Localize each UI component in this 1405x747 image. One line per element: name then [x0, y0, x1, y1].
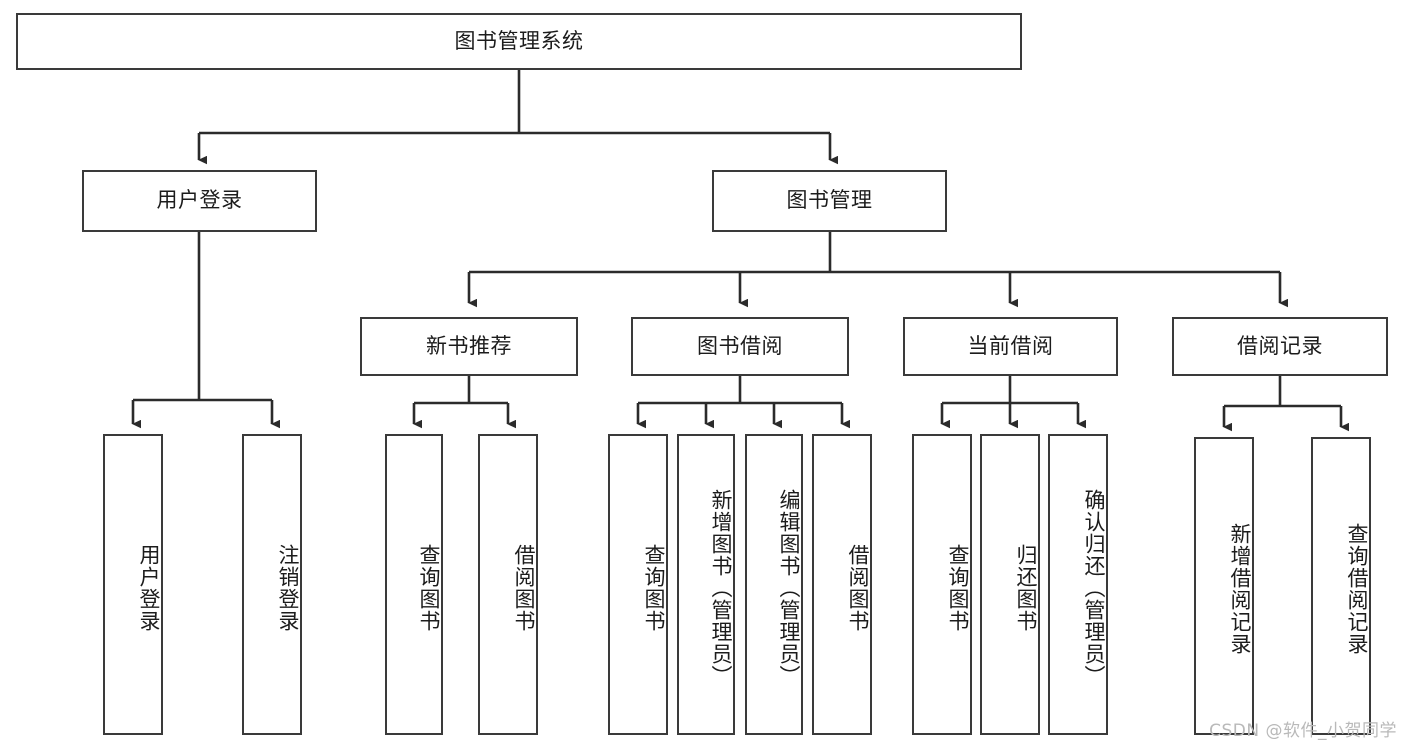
- node-book-management[interactable]: 图书管理: [712, 170, 947, 232]
- node-label: 查询图书: [642, 543, 666, 632]
- csdn-watermark: CSDN @软件_小贺同学: [1209, 721, 1397, 741]
- leaf-new-book-borrow[interactable]: 借阅图书: [478, 434, 538, 735]
- node-user-login[interactable]: 用户登录: [82, 170, 317, 232]
- node-label: 借阅图书: [512, 543, 536, 632]
- leaf-borrow-record-add[interactable]: 新增借阅记录: [1194, 437, 1254, 735]
- leaf-book-borrow-add[interactable]: 新增图书（管理员）: [677, 434, 735, 735]
- node-label: 图书管理: [786, 188, 873, 213]
- node-label: 确认归还（管理员）: [1082, 488, 1106, 687]
- leaf-book-borrow-query[interactable]: 查询图书: [608, 434, 668, 735]
- node-label: 归还图书: [1014, 543, 1038, 632]
- node-root-system[interactable]: 图书管理系统: [16, 13, 1022, 70]
- edge-group-book-borrow: [636, 376, 850, 429]
- leaf-user-login-login[interactable]: 用户登录: [103, 434, 163, 735]
- node-label: 查询图书: [417, 543, 441, 632]
- node-label: 图书管理系统: [454, 28, 584, 53]
- node-book-borrow[interactable]: 图书借阅: [631, 317, 849, 376]
- edge-group-new-book: [412, 376, 516, 429]
- node-label: 借阅记录: [1237, 333, 1323, 358]
- edge-group-root: [197, 70, 838, 165]
- node-new-book-recommend[interactable]: 新书推荐: [360, 317, 578, 376]
- edge-group-book-management: [467, 232, 1288, 308]
- node-label: 编辑图书（管理员）: [777, 488, 801, 687]
- node-label: 新增借阅记录: [1228, 523, 1252, 655]
- node-label: 新增图书（管理员）: [709, 488, 733, 687]
- edge-group-borrow-record: [1222, 376, 1349, 432]
- node-label: 用户登录: [137, 543, 161, 632]
- node-label: 图书借阅: [697, 333, 783, 358]
- leaf-new-book-query[interactable]: 查询图书: [385, 434, 443, 735]
- node-label: 用户登录: [156, 188, 243, 213]
- node-label: 查询图书: [946, 543, 970, 632]
- node-label: 新书推荐: [426, 333, 512, 358]
- leaf-user-login-logout[interactable]: 注销登录: [242, 434, 302, 735]
- node-borrow-record[interactable]: 借阅记录: [1172, 317, 1388, 376]
- leaf-borrow-record-query[interactable]: 查询借阅记录: [1311, 437, 1371, 735]
- node-label: 查询借阅记录: [1345, 523, 1369, 655]
- node-label: 注销登录: [276, 543, 300, 632]
- edge-group-current-borrow: [940, 376, 1086, 429]
- node-label: 当前借阅: [967, 333, 1054, 358]
- leaf-current-borrow-query[interactable]: 查询图书: [912, 434, 972, 735]
- leaf-current-borrow-return[interactable]: 归还图书: [980, 434, 1040, 735]
- node-label: 借阅图书: [846, 543, 870, 632]
- leaf-current-borrow-confirm[interactable]: 确认归还（管理员）: [1048, 434, 1108, 735]
- edge-group-user-login: [131, 232, 280, 429]
- leaf-book-borrow-edit[interactable]: 编辑图书（管理员）: [745, 434, 803, 735]
- leaf-book-borrow-borrow[interactable]: 借阅图书: [812, 434, 872, 735]
- node-current-borrow[interactable]: 当前借阅: [903, 317, 1118, 376]
